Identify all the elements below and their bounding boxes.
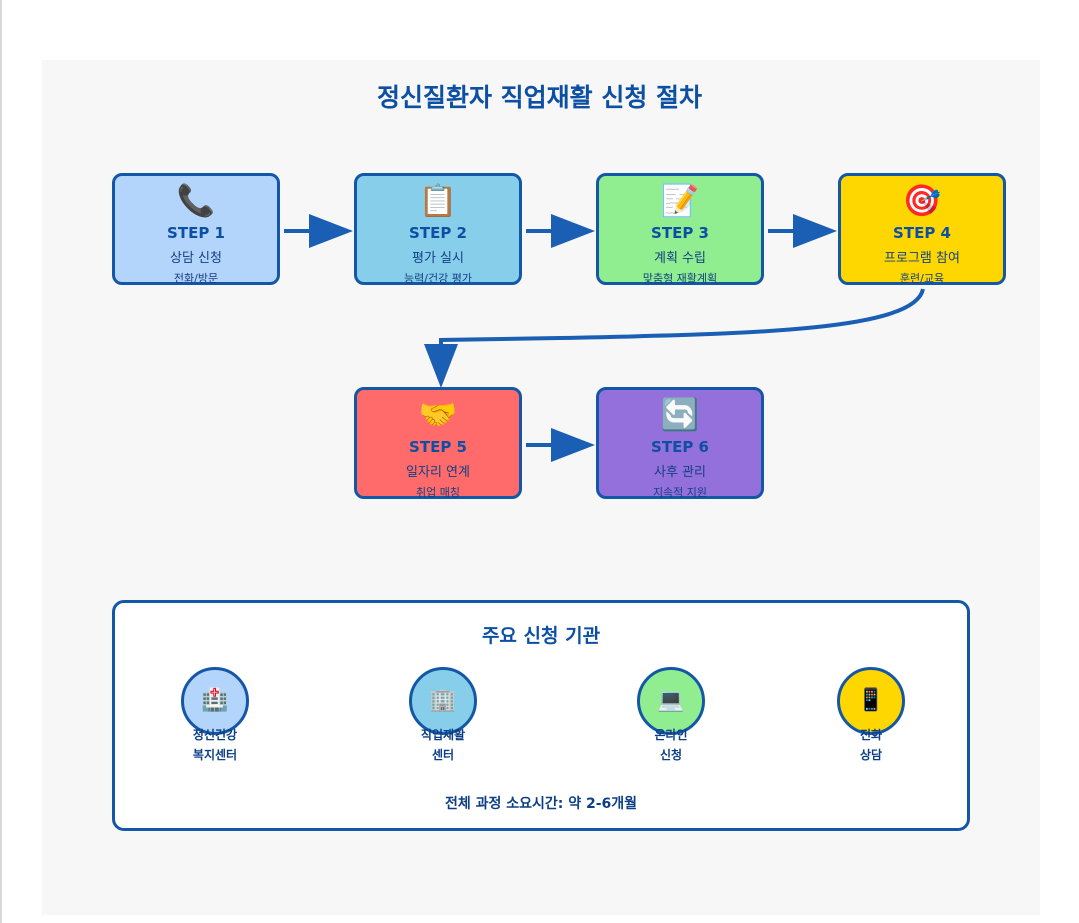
step-number: STEP 2 <box>409 224 467 242</box>
step-5-box: 🤝 STEP 5 일자리 연계 취업 매칭 <box>354 387 522 499</box>
step-name: 일자리 연계 <box>406 465 470 480</box>
step-1-box: 📞 STEP 1 상담 신청 전화/방문 <box>112 173 280 285</box>
step-name: 프로그램 참여 <box>884 251 960 266</box>
agency-label-line1: 온라인 <box>654 728 688 742</box>
step-number: STEP 4 <box>893 224 951 242</box>
laptop-icon: 💻 <box>637 667 705 735</box>
cycle-icon: 🔄 <box>660 397 700 433</box>
agency-vocational-center: 🏢 직업재활 센터 <box>383 667 503 765</box>
step-6-box: 🔄 STEP 6 사후 관리 지속적 지원 <box>596 387 764 499</box>
step-detail: 지속적 지원 <box>652 486 708 499</box>
step-name: 사후 관리 <box>654 465 706 480</box>
step-4-box: 🎯 STEP 4 프로그램 참여 훈련/교육 <box>838 173 1006 285</box>
office-building-icon: 🏢 <box>409 667 477 735</box>
step-name: 계획 수립 <box>654 251 706 266</box>
step-detail: 취업 매칭 <box>416 486 460 499</box>
agency-phone: 📱 전화 상담 <box>811 667 931 765</box>
agency-label-line1: 전화 <box>859 728 883 742</box>
page-left-border <box>0 0 2 923</box>
phone-icon: 📞 <box>176 183 216 219</box>
step-detail: 능력/건강 평가 <box>404 272 472 285</box>
total-duration: 전체 과정 소요시간: 약 2-6개월 <box>444 796 638 812</box>
step-detail: 맞춤형 재활계획 <box>642 272 718 285</box>
step-name: 평가 실시 <box>412 251 464 266</box>
agencies-title: 주요 신청 기관 <box>481 625 601 647</box>
step-number: STEP 1 <box>167 224 225 242</box>
target-icon: 🎯 <box>902 183 942 219</box>
agency-label-line2: 복지센터 <box>192 748 238 762</box>
arrow-step4-step5 <box>424 288 925 388</box>
agency-online: 💻 온라인 신청 <box>611 667 731 765</box>
clipboard-icon: 📋 <box>418 183 458 219</box>
step-3-box: 📝 STEP 3 계획 수립 맞춤형 재활계획 <box>596 173 764 285</box>
step-name: 상담 신청 <box>170 251 222 266</box>
step-number: STEP 6 <box>651 438 709 456</box>
step-number: STEP 5 <box>409 438 467 456</box>
diagram-title: 정신질환자 직업재활 신청 절차 <box>376 83 703 112</box>
agency-label-line1: 직업재활 <box>420 728 466 742</box>
memo-icon: 📝 <box>660 183 700 219</box>
agency-label-line2: 상담 <box>859 748 883 762</box>
step-detail: 훈련/교육 <box>899 272 945 285</box>
agency-label-line2: 신청 <box>659 748 683 762</box>
mobile-phone-icon: 📱 <box>837 667 905 735</box>
step-number: STEP 3 <box>651 224 709 242</box>
agency-label-line1: 정신건강 <box>192 728 238 742</box>
agencies-box: 주요 신청 기관 🏥 정신건강 복지센터 🏢 직업재활 센터 💻 온라인 신청 … <box>112 600 970 831</box>
step-2-box: 📋 STEP 2 평가 실시 능력/건강 평가 <box>354 173 522 285</box>
handshake-icon: 🤝 <box>418 397 458 433</box>
step-detail: 전화/방문 <box>173 272 219 285</box>
agency-label-line2: 센터 <box>431 748 455 762</box>
agency-mental-health-center: 🏥 정신건강 복지센터 <box>155 667 275 765</box>
hospital-icon: 🏥 <box>181 667 249 735</box>
